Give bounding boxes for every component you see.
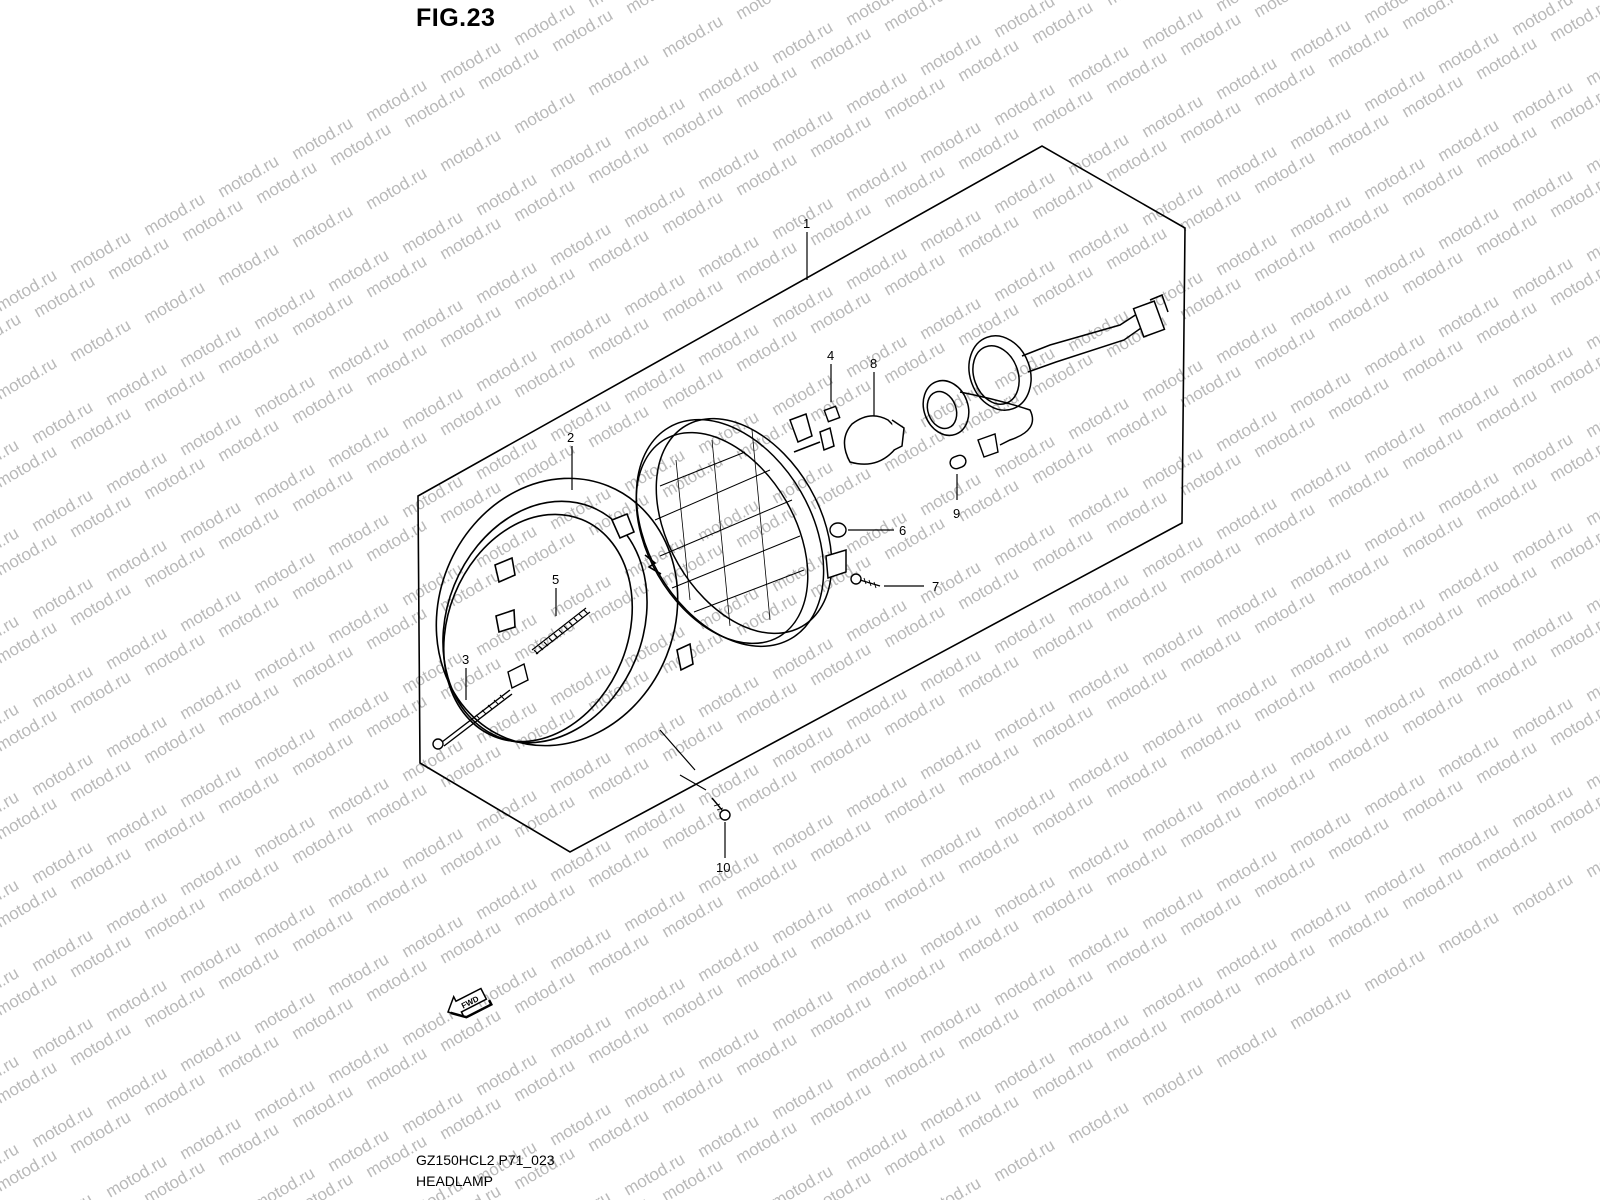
watermark-text: motod.ru [1583, 567, 1600, 617]
watermark-text: motod.ru [1583, 0, 1600, 1]
headlamp-unit [635, 413, 847, 648]
watermark-text: motod.ru [991, 1135, 1059, 1185]
part-3-adjusting-screw [432, 662, 529, 750]
part-6-nut [829, 522, 847, 538]
assembly-box [417, 145, 1186, 853]
watermark-text: motod.ru [1139, 1059, 1207, 1109]
watermark-text: motod.ru [1065, 1097, 1133, 1147]
watermark-text: motod.ru [1287, 983, 1355, 1033]
watermark-text: motod.ru [1583, 215, 1600, 265]
watermark-text: motod.ru [585, 49, 653, 99]
leader-lines [465, 232, 958, 858]
watermark-text: motod.ru [1583, 655, 1600, 705]
watermark-text: motod.ru [623, 0, 691, 17]
watermark-text: motod.ru [1583, 303, 1600, 353]
watermark-text: motod.ru [1583, 831, 1600, 881]
watermark-text: motod.ru [1583, 391, 1600, 441]
part-5-spring [531, 607, 591, 655]
watermark-text: motod.ru [1509, 869, 1577, 919]
callout-5: 5 [552, 572, 559, 587]
callout-6: 6 [899, 523, 906, 538]
part-9-pilot-bulb [949, 433, 999, 470]
watermark-text: motod.ru [1103, 0, 1171, 9]
part-7-screw [850, 573, 881, 589]
figure-title: FIG.23 [416, 4, 496, 32]
watermark-text: motod.ru [547, 1187, 615, 1200]
watermark-text: motod.ru [1583, 743, 1600, 793]
watermark-text: motod.ru [1435, 907, 1503, 957]
callout-9: 9 [953, 506, 960, 521]
watermark-text: motod.ru [917, 1173, 985, 1200]
callout-8: 8 [870, 356, 877, 371]
watermark-text: motod.ru [733, 0, 801, 23]
callout-10: 10 [716, 860, 730, 875]
watermark-text: motod.ru [0, 353, 60, 403]
watermark-text: motod.ru [215, 239, 283, 289]
watermark-text: motod.ru [1583, 39, 1600, 89]
watermark-text: motod.ru [141, 277, 209, 327]
watermark-text: motod.ru [67, 315, 135, 365]
watermark-text: motod.ru [1583, 479, 1600, 529]
watermark-text: motod.ru [1213, 1021, 1281, 1071]
watermark-text: motod.ru [289, 201, 357, 251]
part-10-screw [711, 797, 731, 821]
watermark-text: motod.ru [1251, 0, 1319, 21]
watermark-text: motod.ru [29, 1189, 97, 1200]
watermark-text: motod.ru [659, 11, 727, 61]
callout-4: 4 [827, 348, 834, 363]
part-4-nut [823, 405, 841, 423]
watermark-text: motod.ru [511, 87, 579, 137]
bulb-socket-harness [922, 294, 1169, 446]
diagram-code: GZ150HCL2 P71_023 [416, 1152, 555, 1168]
watermark-text: motod.ru [363, 163, 431, 213]
watermark-text: motod.ru [1583, 127, 1600, 177]
callout-7: 7 [932, 579, 939, 594]
watermark-text: motod.ru [437, 125, 505, 175]
diagram-name: HEADLAMP [416, 1173, 494, 1189]
watermark-text: motod.ru [1361, 945, 1429, 995]
callout-2: 2 [567, 430, 574, 445]
callout-1: 1 [803, 216, 810, 231]
watermark-text: motod.ru [0, 309, 24, 359]
callout-3: 3 [462, 652, 469, 667]
callout-numbers: 1 2 3 4 5 6 7 8 9 10 [462, 216, 960, 875]
headlamp-case [435, 477, 694, 747]
